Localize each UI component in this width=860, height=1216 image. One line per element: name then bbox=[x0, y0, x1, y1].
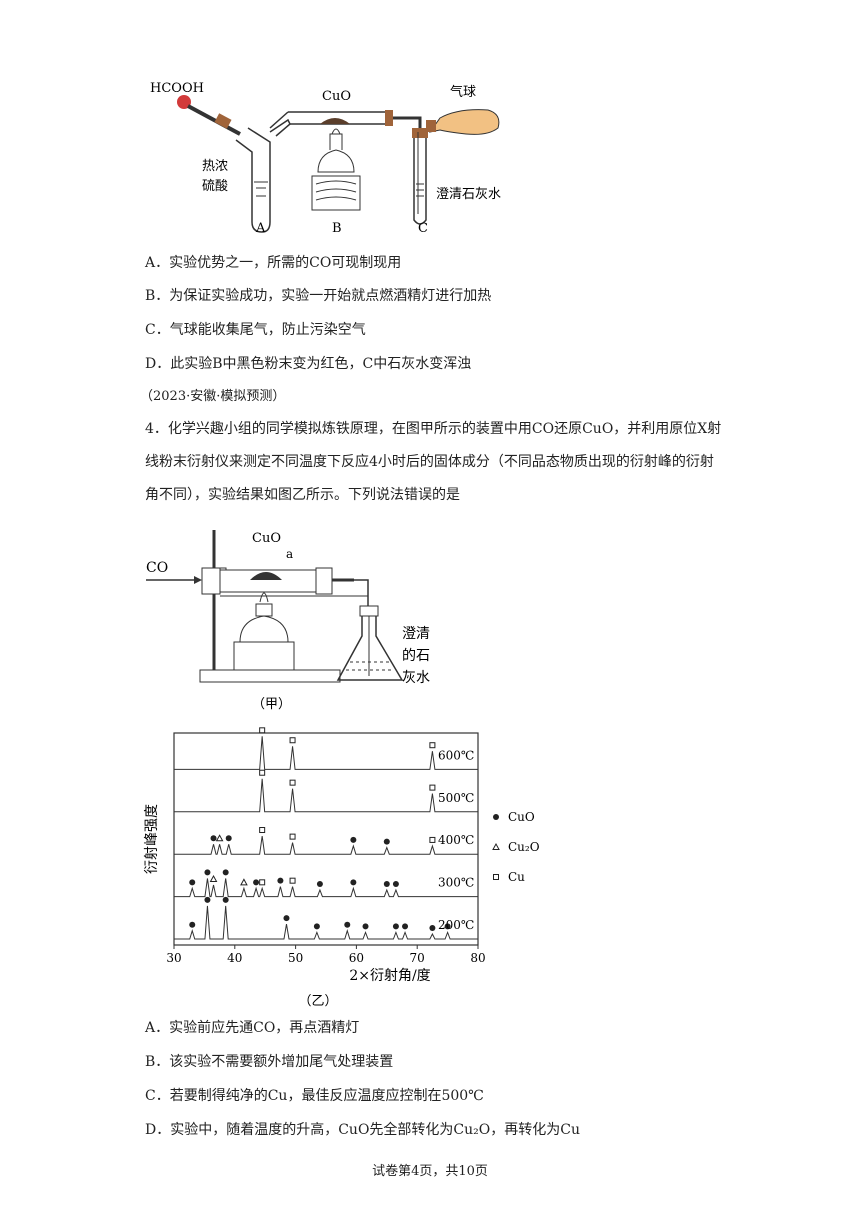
q3-option-b: B．为保证实验成功，实验一开始就点燃酒精灯进行加热 bbox=[145, 288, 492, 304]
limewater-label-2a: 澄清 bbox=[402, 626, 430, 642]
limewater-label-2b: 的石 bbox=[402, 648, 430, 664]
cuo-marker bbox=[392, 923, 399, 930]
cuo-marker bbox=[189, 921, 196, 928]
cuo-marker bbox=[222, 896, 229, 903]
cuo-marker bbox=[383, 838, 390, 845]
cuo-marker bbox=[225, 835, 232, 842]
figure-yi-caption: （乙） bbox=[298, 994, 337, 1009]
cu2o-marker bbox=[492, 842, 500, 850]
cu-marker bbox=[259, 727, 266, 734]
cu-marker bbox=[289, 737, 296, 744]
x-tick-label: 80 bbox=[470, 951, 485, 965]
limewater-label-2c: 灰水 bbox=[402, 670, 430, 686]
limewater-label-1: 澄清石灰水 bbox=[436, 187, 501, 202]
plot-frame bbox=[173, 732, 479, 946]
cuo-marker bbox=[402, 923, 409, 930]
cuo-marker bbox=[429, 925, 436, 932]
co-label: CO bbox=[146, 560, 168, 576]
cu2o-marker bbox=[215, 834, 224, 842]
x-tick-label: 60 bbox=[349, 951, 364, 965]
q3-option-d: D．此实验B中黑色粉末变为红色，C中石灰水变浑浊 bbox=[145, 356, 472, 372]
cuo-marker bbox=[204, 896, 211, 903]
question-4-text: 4．化学兴趣小组的同学模拟炼铁原理，在图甲所示的装置中用CO还原CuO，并利用原… bbox=[145, 421, 722, 503]
q3-option-a: A．实验优势之一，所需的CO可现制现用 bbox=[145, 255, 402, 271]
legend-label: Cu bbox=[508, 870, 525, 884]
cuo-marker bbox=[383, 880, 390, 887]
cuo-marker bbox=[277, 877, 284, 884]
cu-marker bbox=[429, 742, 436, 749]
cuo-label-2: CuO bbox=[252, 531, 281, 546]
q4-option-a: A．实验前应先通CO，再点酒精灯 bbox=[145, 1020, 360, 1036]
cu2o-marker bbox=[209, 874, 218, 883]
label-a: A bbox=[255, 221, 266, 236]
q4-option-b: B．该实验不需要额外增加尾气处理装置 bbox=[145, 1054, 394, 1070]
cu-marker bbox=[289, 779, 296, 786]
q4-option-d: D．实验中，随着温度的升高，CuO先全部转化为Cu₂O，再转化为Cu bbox=[145, 1122, 580, 1138]
cu-marker bbox=[289, 833, 296, 840]
xrd-trace bbox=[174, 878, 478, 898]
cuo-marker bbox=[350, 879, 357, 886]
acid-label-1: 热浓 bbox=[202, 159, 228, 174]
cuo-marker bbox=[362, 923, 369, 930]
apparatus-diagram-2: CO CuO a 澄清 的石 灰水 （甲） bbox=[140, 520, 470, 715]
tube-a-label: a bbox=[286, 547, 293, 561]
balloon-label: 气球 bbox=[450, 84, 476, 100]
xrd-trace bbox=[174, 736, 478, 770]
xrd-trace bbox=[174, 835, 478, 855]
x-axis-label: 2×衍射角/度 bbox=[349, 968, 430, 984]
temperature-label: 500℃ bbox=[438, 791, 474, 805]
temperature-label: 400℃ bbox=[438, 833, 474, 847]
xrd-trace bbox=[174, 778, 478, 813]
x-tick-label: 70 bbox=[410, 951, 425, 965]
cuo-marker bbox=[392, 880, 399, 887]
cu-marker bbox=[493, 874, 499, 880]
q3-option-c: C．气球能收集尾气，防止污染空气 bbox=[145, 322, 366, 338]
xrd-chart: 30 40 50 60 70 80 衍射峰强度 2×衍射角/度 （乙） 600℃ 500℃ 400℃ 3… bbox=[140, 725, 540, 1010]
cu-marker bbox=[259, 879, 266, 886]
cuo-marker bbox=[189, 879, 196, 886]
apparatus-diagram-1: HCOOH CuO 气球 热浓 硫酸 澄清石灰水 A B C bbox=[140, 72, 540, 237]
cuo-marker bbox=[253, 879, 260, 886]
cu-marker bbox=[429, 836, 436, 843]
q4-option-c: C．若要制得纯净的Cu，最佳反应温度应控制在500℃ bbox=[145, 1088, 484, 1104]
cu-marker bbox=[429, 784, 436, 791]
cu-marker bbox=[259, 827, 266, 834]
cuo-marker bbox=[283, 915, 290, 922]
cuo-label-1: CuO bbox=[322, 89, 351, 104]
cuo-marker bbox=[210, 835, 217, 842]
cuo-marker bbox=[350, 836, 357, 843]
page-footer: 试卷第4页，共10页 bbox=[372, 1164, 488, 1179]
cuo-marker bbox=[344, 921, 351, 928]
label-c: C bbox=[418, 221, 428, 236]
legend-label: CuO bbox=[508, 810, 535, 824]
cuo-marker bbox=[444, 923, 451, 930]
cuo-marker bbox=[204, 869, 211, 876]
xrd-trace bbox=[174, 905, 478, 940]
cu2o-marker bbox=[240, 878, 248, 886]
cuo-marker bbox=[222, 869, 229, 876]
source-tag: （2023·安徽·模拟预测） bbox=[140, 389, 286, 404]
temperature-label: 300℃ bbox=[438, 876, 474, 890]
dropper-bulb bbox=[177, 95, 191, 109]
x-tick-label: 50 bbox=[288, 951, 303, 965]
y-axis-label: 衍射峰强度 bbox=[144, 804, 160, 874]
temperature-label: 600℃ bbox=[438, 748, 474, 762]
cuo-marker bbox=[493, 814, 499, 820]
x-tick-label: 30 bbox=[166, 951, 181, 965]
hcooh-label: HCOOH bbox=[150, 81, 204, 96]
cu-marker bbox=[259, 769, 266, 776]
acid-label-2: 硫酸 bbox=[202, 179, 228, 194]
cuo-marker bbox=[316, 880, 323, 887]
figure-jia-caption: （甲） bbox=[252, 697, 291, 712]
legend-label: Cu₂O bbox=[508, 840, 540, 854]
x-tick-label: 40 bbox=[227, 951, 242, 965]
temperature-label: 200℃ bbox=[438, 918, 474, 932]
label-b: B bbox=[332, 221, 342, 236]
cuo-marker bbox=[313, 923, 320, 930]
cu-marker bbox=[289, 877, 296, 884]
